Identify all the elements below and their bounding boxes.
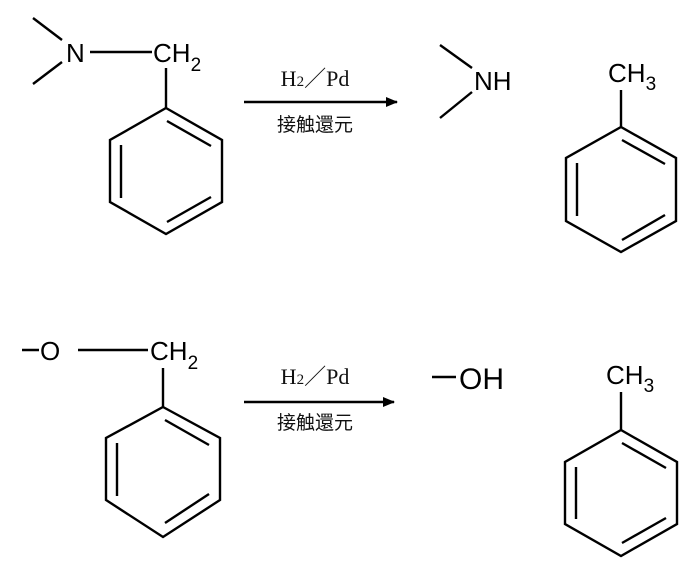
product-methanol: OH xyxy=(432,363,504,396)
benzene-ring xyxy=(104,405,222,539)
reaction-2: O CH2 H2／Pd 接触還元 OH CH3 xyxy=(22,336,679,558)
benzene-ring xyxy=(108,106,224,236)
methyl-bond xyxy=(32,61,63,85)
double-bond xyxy=(621,138,666,166)
reaction-1: N CH2 H2／Pd 接触還元 NH CH3 xyxy=(32,17,678,254)
methyl-bond xyxy=(32,17,63,41)
ch3-label: CH3 xyxy=(606,360,654,397)
product-toluene: CH3 xyxy=(564,58,678,254)
oxygen-atom: O xyxy=(40,336,60,366)
nh-label: NH xyxy=(474,66,512,96)
double-bond xyxy=(166,119,212,148)
reaction-arrow-2: H2／Pd 接触還元 xyxy=(244,364,395,434)
double-bond xyxy=(166,195,212,224)
product-dimethylamine: NH xyxy=(439,44,512,119)
ch2-label: CH2 xyxy=(150,336,198,374)
methyl-bond xyxy=(439,91,473,119)
ch3-label: CH3 xyxy=(608,58,656,95)
nitrogen-atom: N xyxy=(66,38,85,68)
benzene-ring xyxy=(564,125,678,254)
benzene-ring xyxy=(563,428,679,558)
double-bond xyxy=(164,418,210,447)
reactant-benzyldimethylamine: N CH2 xyxy=(32,17,224,236)
condition-label: 接触還元 xyxy=(277,114,353,136)
reagent-label: H2／Pd xyxy=(281,66,350,91)
product-toluene: CH3 xyxy=(563,360,679,558)
double-bond xyxy=(621,516,667,545)
condition-label: 接触還元 xyxy=(277,412,353,434)
double-bond xyxy=(621,441,667,470)
oh-label: OH xyxy=(459,363,504,396)
ch2-label: CH2 xyxy=(153,38,201,76)
double-bond xyxy=(621,213,666,242)
reagent-label: H2／Pd xyxy=(281,364,350,389)
double-bond xyxy=(164,492,210,525)
methyl-bond xyxy=(439,44,473,69)
reaction-arrow-1: H2／Pd 接触還元 xyxy=(244,66,398,136)
reactant-benzyl-methyl-ether: O CH2 xyxy=(22,336,222,539)
